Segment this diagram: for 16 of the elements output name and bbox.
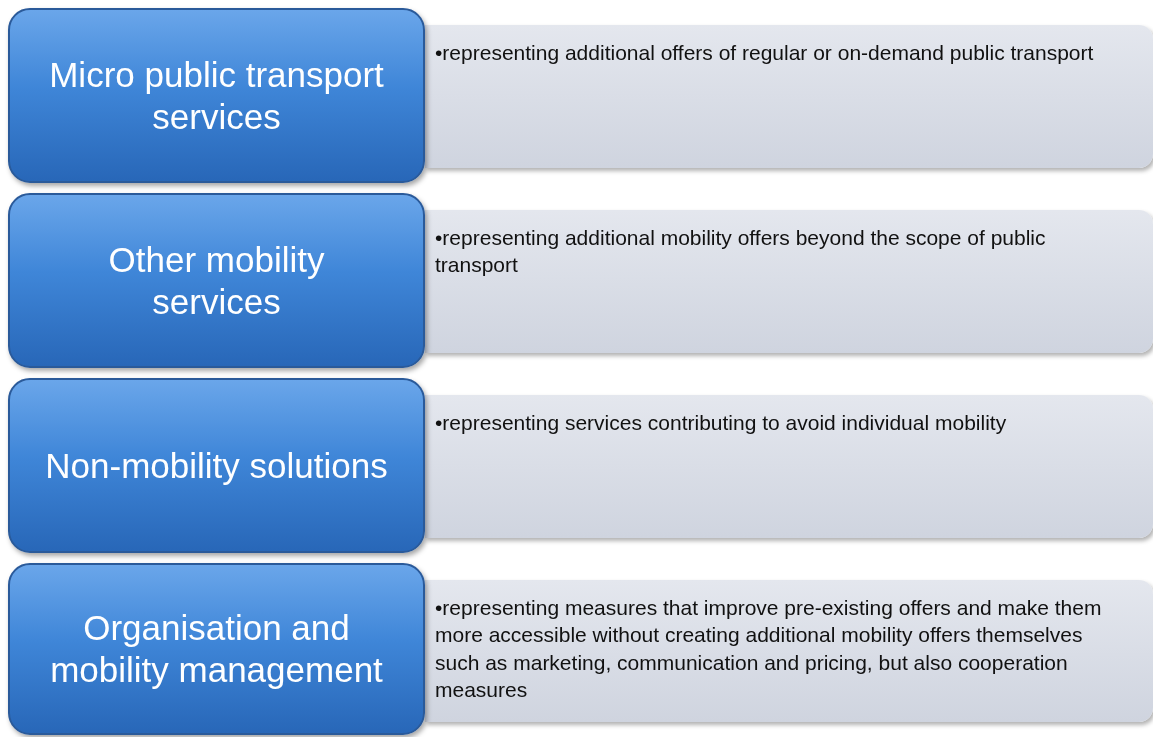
category-title: Other mobility services: [107, 238, 326, 323]
category-box: [8, 193, 425, 368]
description-panel: [425, 210, 1153, 353]
category-box: [8, 8, 425, 183]
description-panel: [425, 580, 1153, 722]
category-title: Micro public transport services: [48, 53, 385, 138]
description-panel: [425, 395, 1153, 538]
category-title: Non-mobility solutions: [45, 444, 388, 487]
category-box: [8, 378, 425, 553]
bullet-text: •representing additional mobility offers beyond the scope of public transport: [435, 225, 1047, 279]
bullet-text: •representing additional offers of regular or on-demand public transport: [435, 40, 1094, 66]
category-title: Organisation and mobility management: [49, 607, 384, 691]
bullet-text: •representing measures that improve pre-existing offers and make them more accessible without creating additional mobility offers themselves such as marketing, communication and pricing, but also cooperation measures: [435, 595, 1103, 703]
bullet-text: •representing services contributing to avoid individual mobility: [435, 410, 1007, 436]
category-box: [8, 563, 425, 735]
description-panel: [425, 25, 1153, 168]
